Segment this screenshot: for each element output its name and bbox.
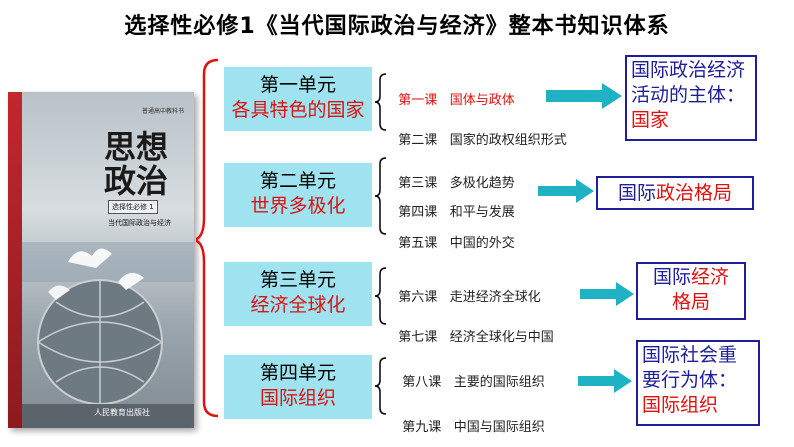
unit-2-conclusion-text: 国际 xyxy=(617,182,656,204)
lesson-6-title: 走进经济全球化 xyxy=(449,290,541,305)
lesson-6-number: 第六课 xyxy=(398,290,438,305)
book-title-line1: 思想 xyxy=(104,128,169,166)
lesson-9: 第九课 中国与国际组织 xyxy=(394,401,545,435)
main-brace xyxy=(196,58,219,418)
unit-4-arrow-icon xyxy=(578,369,632,393)
unit-4-brace xyxy=(374,357,387,415)
lesson-5: 第五课 中国的外交 xyxy=(390,217,515,251)
lesson-5-title: 中国的外交 xyxy=(449,236,515,251)
lesson-4-title: 和平与发展 xyxy=(449,205,515,220)
page-title: 选择性必修1《当代国际政治与经济》整本书知识体系 xyxy=(124,14,670,39)
book-series-label: 普通高中教科书 xyxy=(141,108,184,115)
lesson-8: 第八课 主要的国际组织 xyxy=(394,356,545,390)
lesson-2-number: 第二课 xyxy=(398,133,438,148)
unit-1-conclusion: 国际政治经济活动的主体： 国家 xyxy=(625,55,757,141)
unit-3-brace xyxy=(374,267,387,325)
unit-4-conclusion-text: 国际社会重要行为体： xyxy=(642,344,738,391)
lesson-8-number: 第八课 xyxy=(402,375,442,390)
unit-3-name: 第三单元 xyxy=(259,269,336,291)
lesson-2-title: 国家的政权组织形式 xyxy=(449,133,567,148)
book-subtitle: 选择性必修 1 xyxy=(108,200,158,214)
unit-1-conclusion-text: 国际政治经济活动的主体： xyxy=(631,59,746,106)
lesson-5-number: 第五课 xyxy=(398,236,438,251)
unit-3-arrow-icon xyxy=(580,282,634,306)
book-subtitle2: 当代国际政治与经济 xyxy=(108,219,171,227)
lesson-9-number: 第九课 xyxy=(402,420,442,435)
lesson-3: 第三课 多极化趋势 xyxy=(390,157,515,191)
unit-2-arrow-icon xyxy=(538,179,594,203)
unit-1-arrow-icon xyxy=(546,83,622,109)
lesson-7: 第七课 经济全球化与中国 xyxy=(390,311,554,345)
lesson-3-number: 第三课 xyxy=(398,176,438,191)
unit-1-conclusion-highlight: 国家 xyxy=(631,109,670,131)
unit-2-topic: 世界多极化 xyxy=(250,195,346,217)
book-spine xyxy=(8,92,22,428)
unit-3-conclusion-highlight: 经济格局 xyxy=(671,266,730,313)
lesson-6: 第六课 走进经济全球化 xyxy=(390,271,541,305)
unit-1-box: 第一单元 各具特色的国家 xyxy=(224,67,372,131)
unit-1-name: 第一单元 xyxy=(259,74,336,96)
lesson-8-title: 主要的国际组织 xyxy=(453,375,545,390)
lesson-1: 第一课 国体与政体 xyxy=(390,74,515,108)
lesson-4-number: 第四课 xyxy=(398,205,438,220)
unit-3-topic: 经济全球化 xyxy=(250,294,346,316)
textbook-cover-image: 普通高中教科书 思想 政治 选择性必修 1 当代国际政治与经济 人民教育出版社 xyxy=(8,92,194,428)
unit-2-name: 第二单元 xyxy=(259,170,336,192)
lesson-7-title: 经济全球化与中国 xyxy=(449,330,554,345)
unit-1-brace xyxy=(374,73,387,131)
unit-2-conclusion: 国际政治格局 xyxy=(596,176,754,210)
unit-2-box: 第二单元 世界多极化 xyxy=(224,163,372,227)
lesson-4: 第四课 和平与发展 xyxy=(390,186,515,220)
unit-1-topic: 各具特色的国家 xyxy=(231,99,365,121)
lesson-1-number: 第一课 xyxy=(398,93,438,108)
book-publisher: 人民教育出版社 xyxy=(94,408,150,417)
unit-3-box: 第三单元 经济全球化 xyxy=(224,262,372,326)
unit-2-brace xyxy=(374,157,387,235)
lesson-9-title: 中国与国际组织 xyxy=(453,420,545,435)
unit-4-conclusion-highlight: 国际组织 xyxy=(642,394,719,416)
lesson-2: 第二课 国家的政权组织形式 xyxy=(390,114,567,148)
unit-3-conclusion: 国际经济格局 xyxy=(636,262,746,320)
unit-4-conclusion: 国际社会重要行为体： 国际组织 xyxy=(636,340,760,426)
unit-4-topic: 国际组织 xyxy=(259,387,336,409)
lesson-1-title: 国体与政体 xyxy=(449,93,515,108)
book-title: 思想 政治 xyxy=(104,130,168,198)
unit-3-conclusion-text: 国际 xyxy=(652,266,691,288)
lesson-7-number: 第七课 xyxy=(398,330,438,345)
cover-illustration xyxy=(22,242,194,428)
unit-2-conclusion-highlight: 政治格局 xyxy=(656,182,733,204)
unit-4-box: 第四单元 国际组织 xyxy=(224,355,372,419)
book-title-line2: 政治 xyxy=(104,162,169,200)
unit-4-name: 第四单元 xyxy=(259,362,336,384)
lesson-3-title: 多极化趋势 xyxy=(449,176,515,191)
